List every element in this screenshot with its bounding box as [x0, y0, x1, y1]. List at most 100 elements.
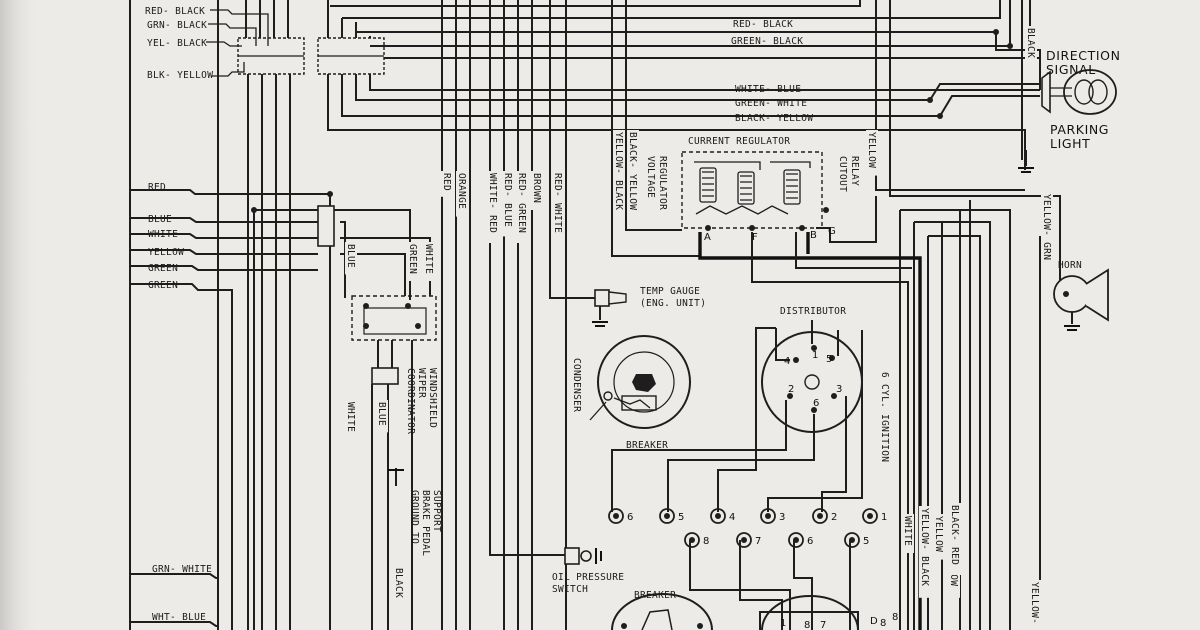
breaker-upper: [589, 335, 691, 429]
cutout-relay-label: RELAY: [849, 156, 860, 186]
direction-signal-label: DIRECTION: [1046, 48, 1121, 63]
spark-terminal-core: [867, 513, 873, 519]
voltage-regulator-label: VOLTAGE: [645, 156, 656, 198]
junction-dots: [251, 29, 1013, 213]
spark-terminal: [812, 508, 828, 524]
wire-label-vertical: RED- WHITE: [552, 173, 563, 233]
edge-partial-label: D: [870, 616, 878, 627]
condenser-label: CONDENSER: [571, 358, 582, 412]
ground-symbol-signal: [1018, 150, 1034, 173]
horn-label: HORN: [1058, 260, 1082, 271]
regulator-terminal-label: F: [752, 232, 758, 243]
current-regulator-label: CURRENT REGULATOR: [688, 136, 790, 147]
wire-label-left: RED: [148, 182, 166, 193]
wire-label-left: WHITE: [148, 229, 178, 240]
distributor-terminal-label: 1: [812, 350, 818, 361]
oil-pressure-switch: [564, 547, 602, 565]
wire-label-vertical: WHITE: [423, 244, 434, 274]
wire-label-vertical: WHITE: [345, 402, 356, 432]
distributor-terminal-label: 6: [813, 398, 819, 409]
paper-edge-shade: [0, 0, 40, 630]
distributor-label: DISTRIBUTOR: [780, 306, 846, 317]
wire-label-vertical: RED- GREEN: [516, 173, 527, 233]
spark-terminal-number: 5: [678, 512, 684, 523]
spark-terminal: [760, 508, 776, 524]
spark-terminal: [788, 532, 804, 548]
distributor-lower-number: 1: [780, 618, 786, 629]
wiper-coordinator-label: COORDINATOR: [405, 368, 416, 434]
breaker-lower: [611, 593, 713, 630]
wire-label-vertical: BLUE: [345, 244, 356, 268]
wire-label-vertical: YELLOW: [866, 132, 877, 168]
wire-label-left: GRN- BLACK: [147, 20, 207, 31]
oil-pressure-label: SWITCH: [552, 584, 588, 595]
spark-terminal-number: 6: [807, 536, 813, 547]
distributor-terminal-label: 3: [836, 384, 842, 395]
spark-terminal-number: 8: [703, 536, 709, 547]
spark-terminal-core: [741, 537, 747, 543]
wiper-coordinator-label: WIPER: [416, 368, 427, 398]
edge-partial-label: 8: [880, 618, 886, 629]
wire-label-vertical: RED- BLUE: [502, 173, 513, 227]
wire-label-top: WHITE- BLUE: [735, 84, 801, 95]
wire-label-left: GREEN: [148, 263, 178, 274]
spark-terminal: [684, 532, 700, 548]
harness-clip: [317, 205, 335, 247]
wire-label-left: WHT- BLUE: [152, 612, 206, 623]
distributor-cap: [611, 320, 863, 512]
distributor-terminal-label: 4: [784, 356, 790, 367]
spark-terminals-lower: 8 7 6 5: [684, 532, 869, 548]
distributor-terminal-label: 2: [788, 384, 794, 395]
regulator-terminal-label: A: [704, 232, 711, 243]
spark-terminal-core: [613, 513, 619, 519]
wire-label-left: YELLOW: [148, 247, 184, 258]
spark-terminal-core: [664, 513, 670, 519]
spark-terminal-core: [793, 537, 799, 543]
spark-terminal-core: [689, 537, 695, 543]
spark-terminal-number: 5: [863, 536, 869, 547]
distributor-lower-number: 7: [820, 620, 826, 630]
spark-terminal: [862, 508, 878, 524]
wire-label-left: BLK- YELLOW: [147, 70, 213, 81]
wire-label-vertical: BLACK- YELLOW: [627, 132, 638, 210]
wire-label-vertical: RED: [441, 173, 452, 191]
wire-label-top: BLACK- YELLOW: [735, 113, 813, 124]
wire-label-left: GRN- WHITE: [152, 564, 212, 575]
spark-terminal: [608, 508, 624, 524]
top-wire-labels: RED- BLACK GREEN- BLACK WHITE- BLUE GREEN- …: [731, 19, 813, 124]
edge-partial-label: 8: [892, 612, 898, 623]
cutout-relay-label: CUTOUT: [837, 156, 848, 192]
spark-terminal-number: 7: [755, 536, 761, 547]
breaker-upper-label: BREAKER: [626, 440, 668, 451]
spark-terminal: [736, 532, 752, 548]
wire-label-vertical: BROWN: [531, 173, 542, 203]
wire-label-vertical: WHITE: [902, 516, 913, 546]
spark-terminal: [844, 532, 860, 548]
temp-gauge-unit: [592, 289, 627, 327]
voltage-regulator-label: REGULATOR: [657, 156, 668, 210]
spark-terminal-core: [715, 513, 721, 519]
wire-label-left: GREEN: [148, 280, 178, 291]
breaker-lower-label: BREAKER: [634, 590, 676, 601]
ignition-label: 6 CYL. IGNITION: [879, 372, 890, 462]
wire-label-left: RED- BLACK: [145, 6, 205, 17]
wire-label-top: GREEN- BLACK: [731, 36, 803, 47]
wire-label-vertical: YELLOW: [933, 516, 944, 552]
distributor-lower: [689, 540, 859, 630]
parking-light-label: PARKING: [1050, 122, 1109, 137]
wire-label-top: GREEN- WHITE: [735, 98, 807, 109]
spark-terminal-number: 2: [831, 512, 837, 523]
spark-terminal-number: 1: [881, 512, 887, 523]
wire-label-top: RED- BLACK: [733, 19, 793, 30]
regulator-terminal-label: G: [828, 226, 836, 237]
wire-label-vertical: WHITE- RED: [487, 173, 498, 233]
temp-gauge-label: TEMP GAUGE: [640, 286, 700, 297]
spark-terminal-number: 3: [779, 512, 785, 523]
ground-brake-label: BRAKE PEDAL: [420, 490, 431, 556]
parking-light-label: LIGHT: [1050, 136, 1090, 151]
wire-label-vertical: BLUE: [376, 402, 387, 426]
